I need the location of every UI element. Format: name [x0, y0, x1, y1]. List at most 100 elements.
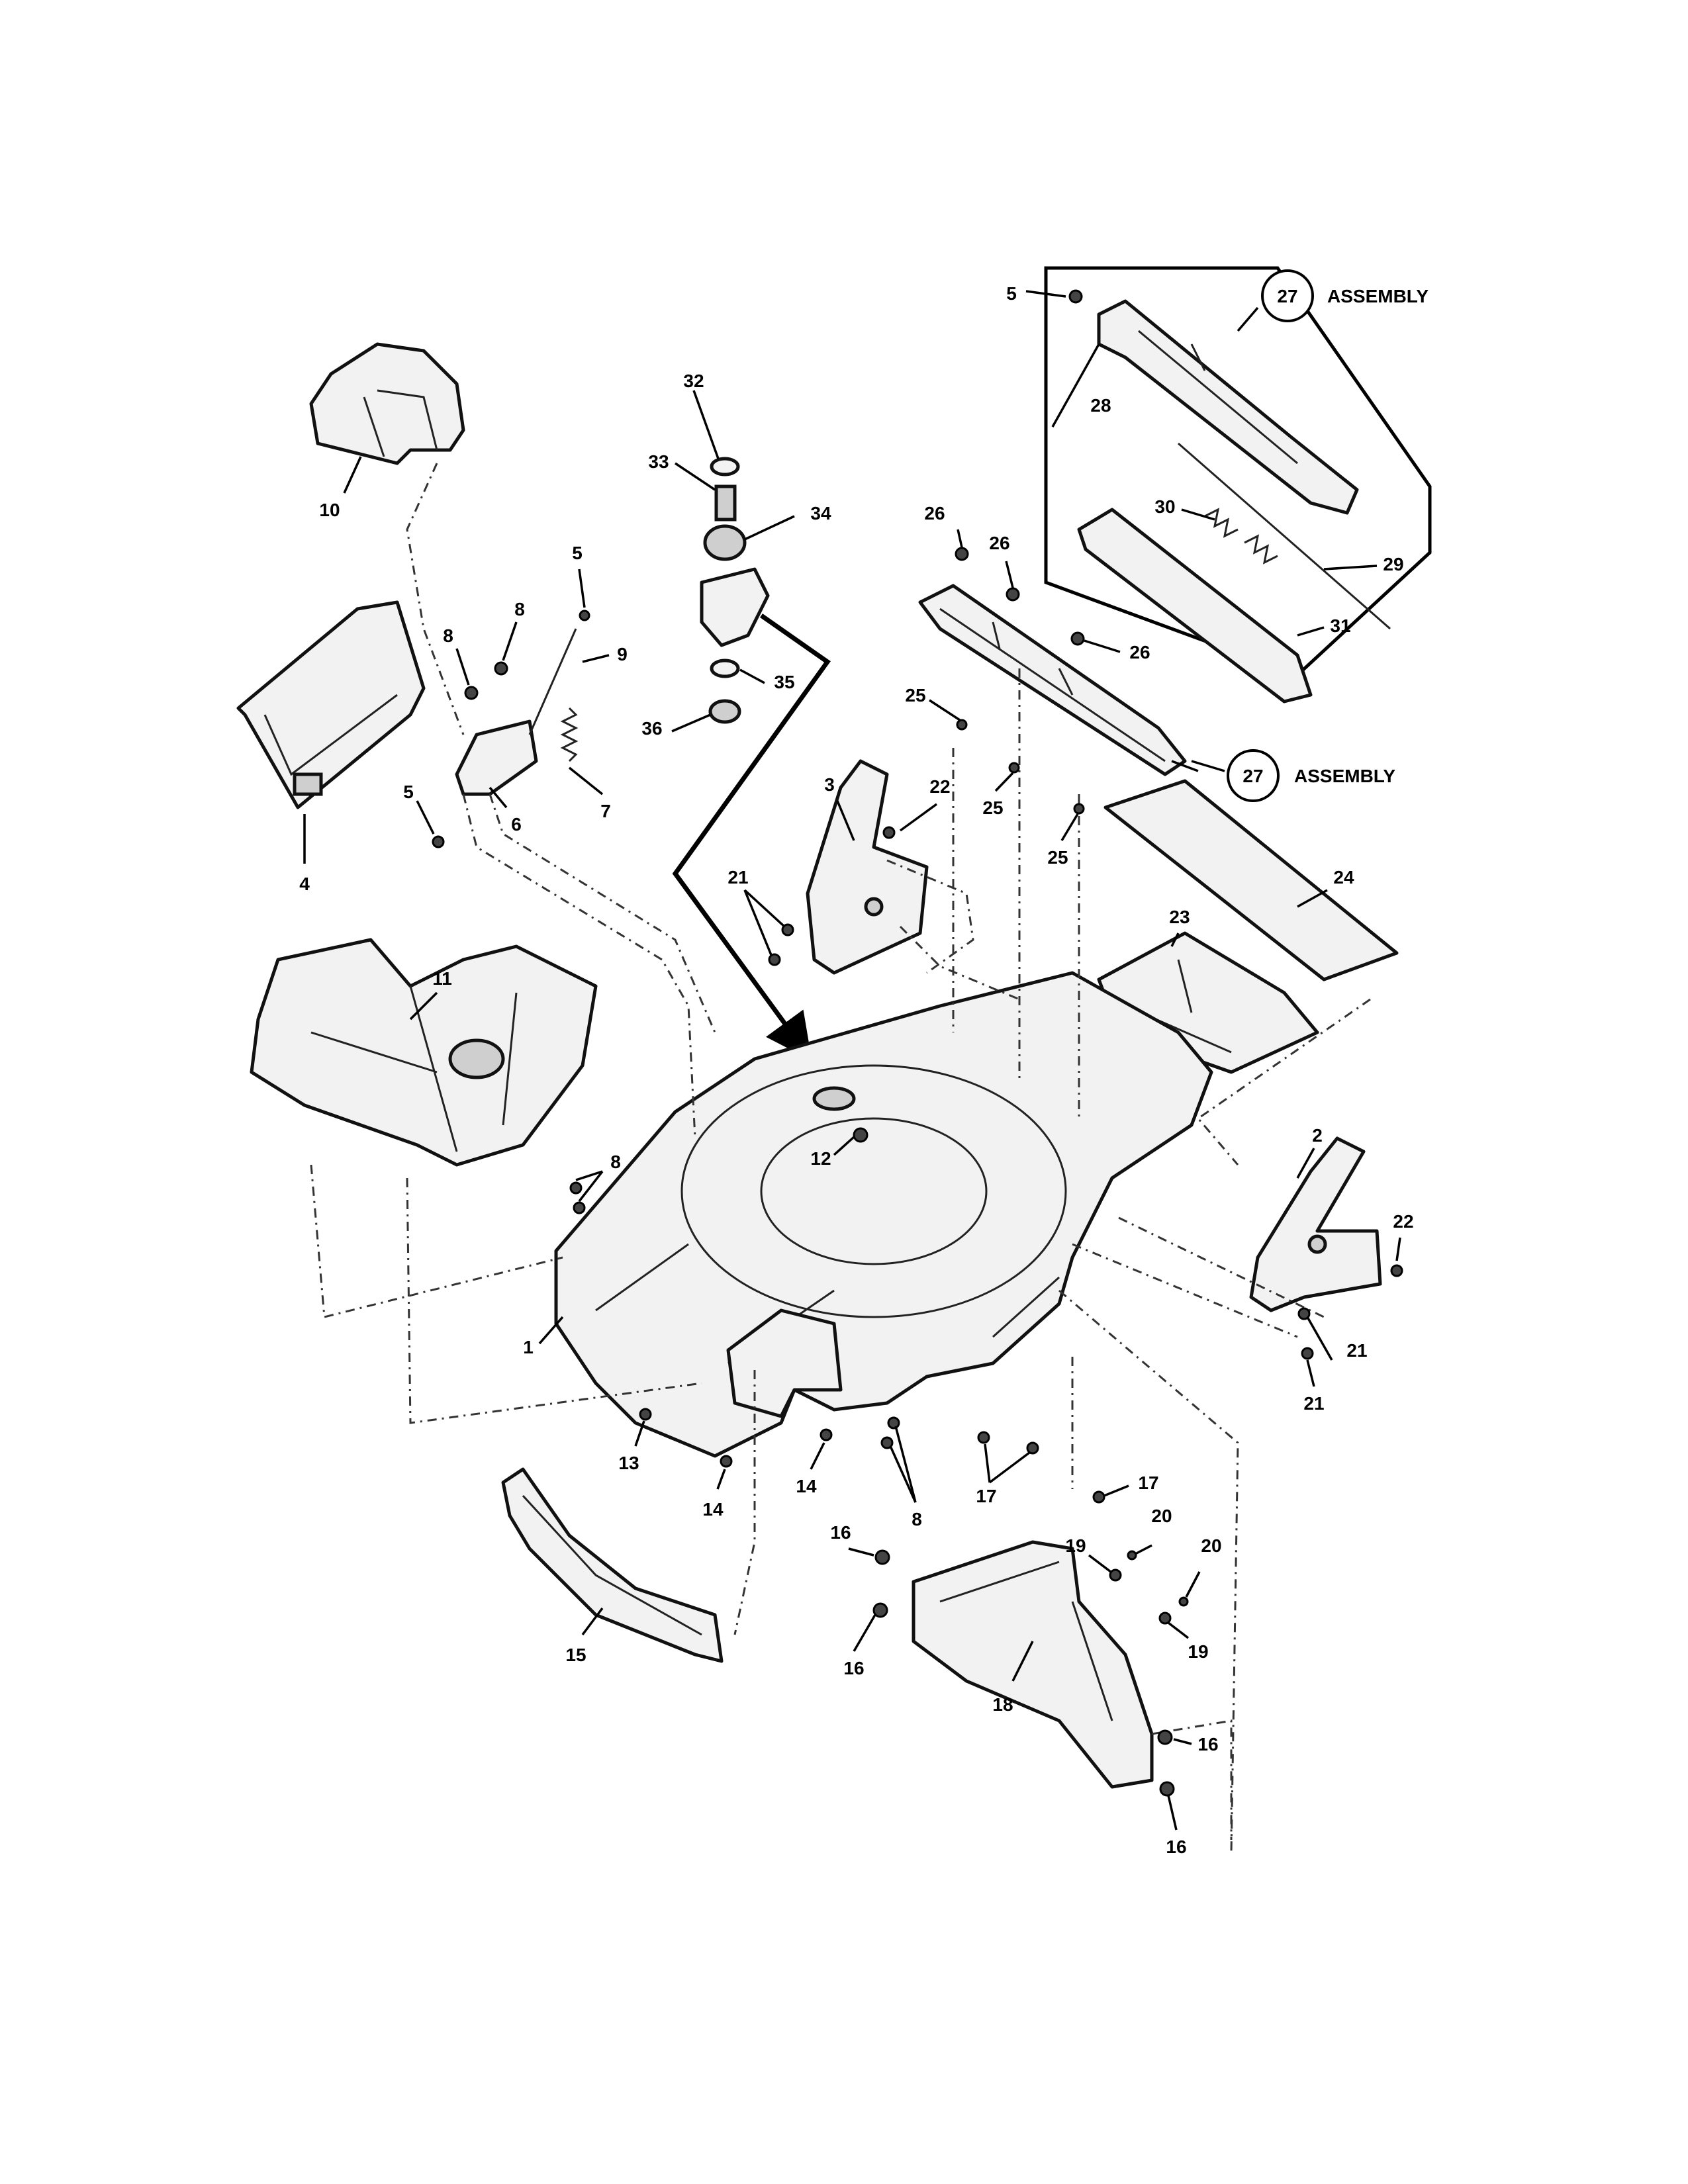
assembly-label-bottom: ASSEMBLY — [1294, 766, 1395, 786]
fastener-21-d — [1301, 1347, 1314, 1360]
callout-7: 7 — [600, 801, 611, 821]
callout-25-left: 25 — [905, 685, 925, 705]
fastener-16-c — [1157, 1729, 1173, 1745]
fastener-25-c — [1073, 803, 1085, 815]
callout-4: 4 — [299, 874, 310, 894]
part-10-rear-cover — [309, 342, 465, 465]
fastener-25-a — [956, 719, 968, 731]
callout-21-right: 21 — [1346, 1340, 1367, 1361]
callout-24: 24 — [1333, 867, 1354, 887]
part-4-discharge-door — [236, 600, 426, 809]
fastener-13 — [639, 1408, 652, 1421]
part-7-spring — [560, 707, 579, 762]
callout-31: 31 — [1330, 615, 1350, 636]
assembly-number-bottom: 27 — [1243, 766, 1263, 786]
fastener-19-b — [1158, 1612, 1172, 1625]
fastener-20-b — [1178, 1596, 1189, 1607]
fastener-17-c — [1092, 1490, 1105, 1504]
callout-labels: 10 4 5 5 5 6 7 8 8 8 8 9 11 12 1 13 14 1… — [299, 283, 1413, 1857]
callout-20-right: 20 — [1201, 1535, 1221, 1556]
callout-leaders — [303, 290, 1401, 1831]
part-11-mulch-plug — [250, 938, 598, 1167]
callout-21-bottom: 21 — [1303, 1393, 1324, 1414]
assembly-badge-top: 27 ASSEMBLY — [1261, 269, 1429, 322]
callout-11: 11 — [432, 968, 452, 989]
callout-17-right: 17 — [1138, 1473, 1158, 1493]
part-2-wheel-bracket — [1249, 1136, 1382, 1312]
fasteners — [432, 289, 1403, 1797]
callout-15: 15 — [565, 1645, 586, 1665]
callout-26-right: 26 — [1129, 642, 1150, 662]
callout-21-top: 21 — [727, 867, 748, 887]
callout-18: 18 — [992, 1694, 1013, 1715]
callout-32: 32 — [683, 371, 704, 391]
fastener-17-a — [977, 1431, 990, 1444]
callout-33: 33 — [648, 451, 669, 472]
callout-22-top: 22 — [929, 776, 950, 797]
fastener-25-b — [1008, 762, 1020, 774]
callout-26-left: 26 — [924, 503, 945, 523]
fastener-5-low — [432, 835, 445, 848]
fastener-26-c — [1070, 631, 1085, 646]
callout-16-top: 16 — [830, 1522, 851, 1543]
blade-adapter-stack — [700, 457, 770, 724]
fastener-22-b — [1390, 1264, 1403, 1277]
callout-23: 23 — [1169, 907, 1190, 927]
callout-10: 10 — [319, 500, 340, 520]
fastener-8-f — [880, 1436, 894, 1449]
callout-30: 30 — [1154, 496, 1175, 517]
fastener-14-a — [720, 1455, 733, 1468]
blade-arrow — [672, 614, 831, 1061]
fastener-8-d — [573, 1201, 586, 1214]
fastener-26-a — [955, 547, 969, 561]
callout-28: 28 — [1090, 395, 1111, 416]
fastener-8-a — [464, 686, 479, 700]
part-36-nut — [708, 699, 741, 724]
dashed-assembly-lines — [310, 463, 1371, 1854]
callout-5-low: 5 — [403, 782, 414, 802]
fastener-8-e — [887, 1416, 900, 1430]
callout-16-right: 16 — [1197, 1734, 1218, 1754]
part-18-side-chute — [912, 1540, 1154, 1789]
callout-36: 36 — [641, 718, 662, 739]
callout-35: 35 — [774, 672, 794, 692]
callout-13: 13 — [618, 1453, 639, 1473]
fastener-16-a — [874, 1549, 890, 1565]
fastener-21-a — [781, 923, 794, 936]
fastener-19-a — [1109, 1569, 1122, 1582]
fastener-21-b — [768, 953, 781, 966]
callout-25-mid: 25 — [982, 797, 1003, 818]
part-6-bracket — [455, 719, 538, 796]
callout-8-front: 8 — [912, 1509, 922, 1529]
part-30-springs — [1204, 508, 1278, 565]
fastener-17-b — [1026, 1441, 1039, 1455]
callout-1: 1 — [523, 1337, 534, 1357]
part-29-rod — [1178, 442, 1391, 630]
fastener-16-d — [1159, 1781, 1175, 1797]
fastener-5-top — [1068, 289, 1083, 304]
callout-8-left: 8 — [443, 625, 453, 646]
callout-19-left: 19 — [1065, 1535, 1086, 1556]
callout-5-rod: 5 — [572, 543, 583, 563]
part-3-wheel-bracket — [806, 759, 929, 975]
fastener-12 — [853, 1127, 868, 1143]
part-32-washer — [710, 457, 740, 477]
callout-20-left: 20 — [1151, 1506, 1172, 1526]
callout-19-right: 19 — [1188, 1641, 1208, 1662]
callout-16-left: 16 — [843, 1658, 864, 1678]
part-33-spring — [714, 484, 737, 522]
callout-26-mid: 26 — [989, 533, 1009, 553]
callout-17-left: 17 — [976, 1486, 996, 1506]
assembly-27-frame — [1044, 266, 1432, 677]
part-31-handle-lower — [1077, 508, 1313, 704]
callout-25-right: 25 — [1047, 847, 1068, 868]
callout-16-bottom: 16 — [1166, 1837, 1186, 1857]
assembly-label-top: ASSEMBLY — [1327, 286, 1429, 306]
assembly-badge-bottom: 27 ASSEMBLY — [1227, 749, 1395, 802]
fastener-26-b — [1006, 587, 1020, 602]
fastener-16-b — [872, 1602, 888, 1618]
callout-3: 3 — [824, 774, 835, 795]
callout-12: 12 — [810, 1148, 831, 1169]
fastener-21-c — [1297, 1307, 1311, 1320]
